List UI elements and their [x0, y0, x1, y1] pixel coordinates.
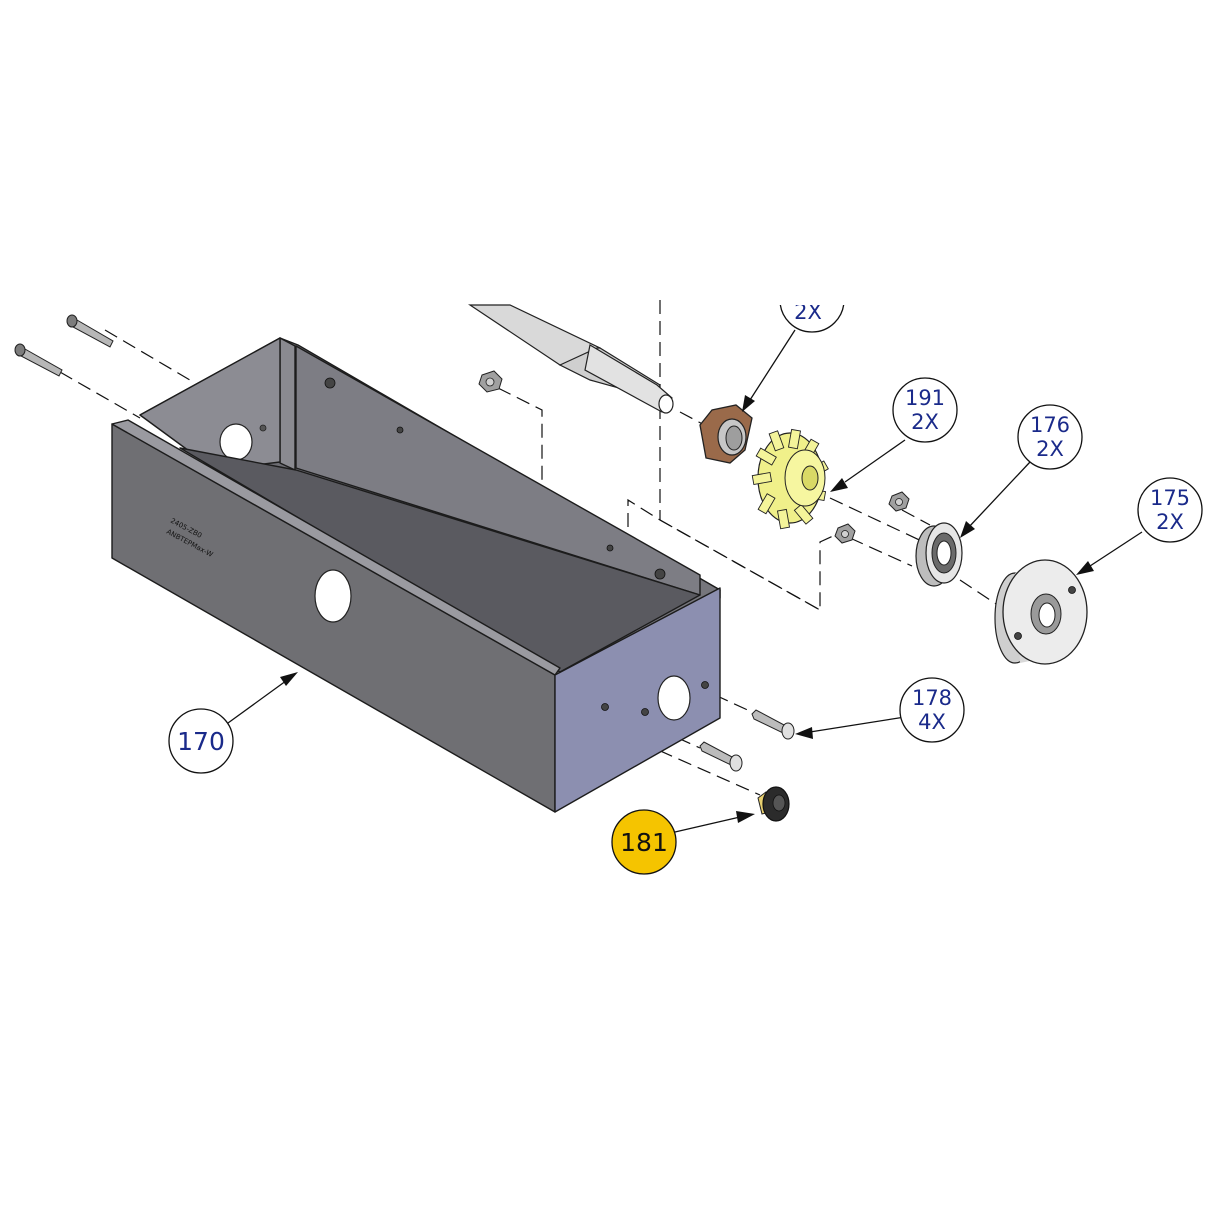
- callout-191-qty: 2X: [911, 410, 939, 434]
- callout-178-label: 178: [912, 686, 952, 710]
- callout-175-label: 175: [1150, 486, 1190, 510]
- callout-181-label: 181: [620, 828, 668, 857]
- bearing-flange: [994, 559, 1088, 665]
- housing-box: 2405-ZB0 ANBTEPMax-W: [111, 337, 721, 813]
- bronze-nut: [699, 404, 753, 464]
- callout-nut-top: 2X: [779, 300, 845, 333]
- callout-181: 181: [611, 809, 677, 875]
- callout-170-label: 170: [177, 727, 225, 756]
- callout-176-qty: 2X: [1036, 437, 1064, 461]
- callout-191-label: 191: [905, 386, 945, 410]
- long-screw-lower: [14, 343, 63, 377]
- hex-nut-small-1: [478, 370, 503, 393]
- housing-front-hole: [314, 569, 352, 623]
- callout-191: 191 2X: [892, 377, 958, 443]
- callout-175-qty: 2X: [1156, 510, 1184, 534]
- callout-176-label: 176: [1030, 413, 1070, 437]
- long-screw-upper: [66, 314, 114, 348]
- ball-bearing: [915, 522, 963, 587]
- screw-178-upper: [751, 709, 795, 740]
- callout-nut-top-qty: 2X: [794, 300, 822, 324]
- housing-left-hole: [219, 423, 253, 461]
- callout-178: 178 4X: [899, 677, 965, 743]
- callout-175: 175 2X: [1137, 477, 1203, 543]
- hex-nut-small-2: [888, 491, 910, 512]
- callout-170: 170: [168, 708, 234, 774]
- leader-lines: [227, 329, 1143, 833]
- housing-end-hole: [657, 675, 691, 721]
- spur-gear: [751, 428, 829, 530]
- drive-shaft: [468, 304, 674, 414]
- callout-178-qty: 4X: [918, 710, 946, 734]
- thumb-knob: [757, 786, 790, 822]
- hex-nut-small-3: [834, 523, 856, 544]
- screw-178-lower: [699, 741, 743, 772]
- callout-176: 176 2X: [1017, 404, 1083, 470]
